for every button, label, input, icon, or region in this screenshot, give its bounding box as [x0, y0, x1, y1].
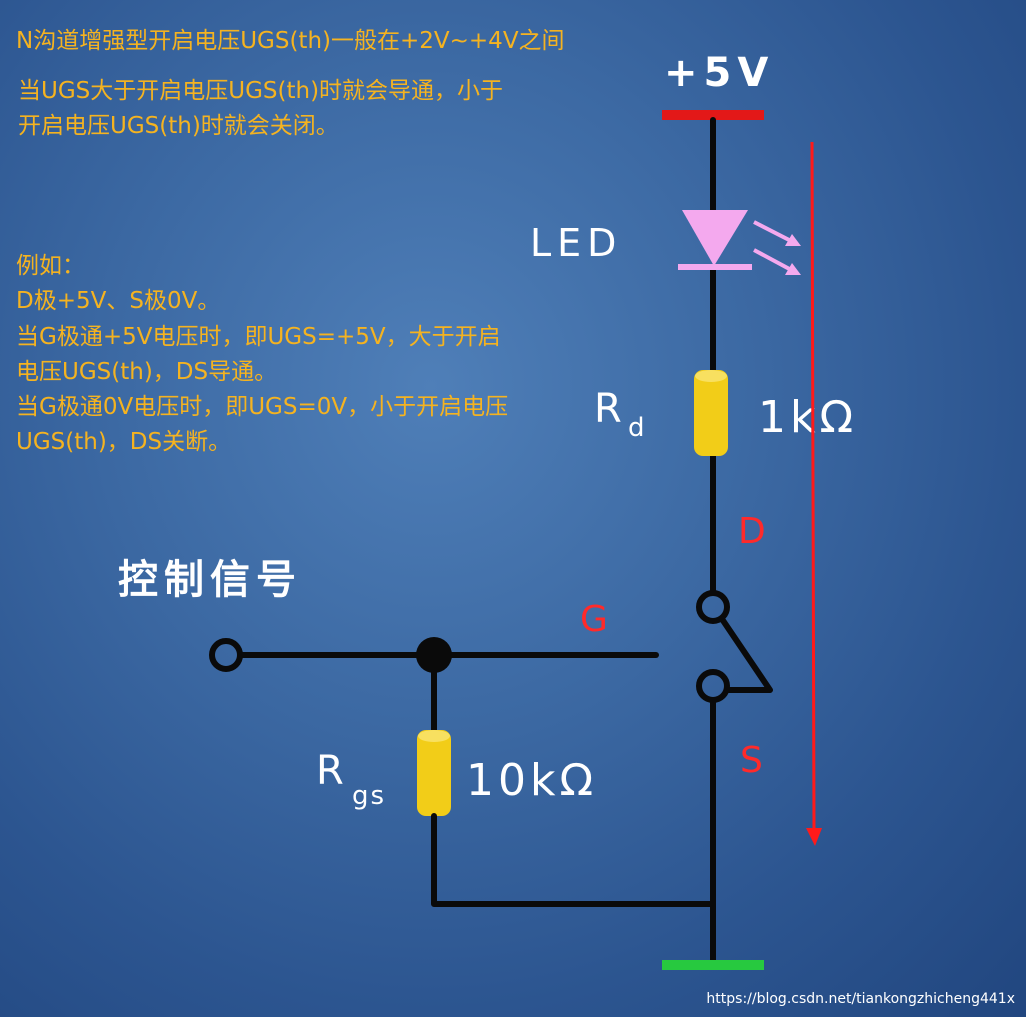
rgs-subscript: gs: [352, 781, 386, 811]
switch-blade: [719, 616, 773, 693]
ground-rail: [662, 960, 764, 970]
note-example-line-1: 例如：: [16, 253, 85, 279]
drain-terminal: [696, 590, 730, 624]
rd-subscript: d: [628, 413, 645, 443]
drain-label: D: [738, 511, 766, 552]
source-label: S: [740, 740, 763, 781]
led-symbol: [678, 210, 801, 275]
note-rule-line-2: 开启电压UGS(th)时就会关闭。: [18, 113, 339, 139]
supply-rail: [662, 110, 764, 120]
rgs-resistor-cap: [418, 730, 450, 742]
note-example-line-3: 当G极通+5V电压时，即UGS=+5V，大于开启: [16, 324, 501, 350]
control-input-terminal: [209, 638, 243, 672]
led-light-ray-1: [753, 220, 796, 245]
watermark-url: https://blog.csdn.net/tiankongzhicheng44…: [706, 991, 1015, 1007]
rgs-label: R: [316, 748, 344, 794]
note-title: N沟道增强型开启电压UGS(th)一般在+2V~+4V之间: [16, 28, 565, 54]
mosfet-switch: [696, 590, 773, 703]
rd-resistor-cap: [695, 370, 727, 382]
rgs-value: 10kΩ: [466, 755, 597, 806]
led-light-arrow-2-icon: [785, 263, 801, 275]
control-signal-label: 控制信号: [118, 557, 302, 603]
rd-label: R: [594, 386, 622, 432]
note-rule-line-1: 当UGS大于开启电压UGS(th)时就会导通，小于: [18, 78, 503, 104]
note-example-line-5: 当G极通0V电压时，即UGS=0V，小于开启电压: [16, 394, 508, 420]
current-flow-arrowhead-icon: [806, 828, 822, 846]
notes-panel: N沟道增强型开启电压UGS(th)一般在+2V~+4V之间 当UGS大于开启电压…: [16, 28, 565, 455]
rd-value: 1kΩ: [758, 392, 857, 443]
note-example-line-6: UGS(th)，DS关断。: [16, 429, 231, 455]
led-light-ray-2: [753, 248, 796, 274]
rgs-resistor: [417, 730, 451, 816]
gate-label: G: [580, 599, 608, 640]
led-label: LED: [530, 221, 622, 265]
supply-label: +5V: [664, 50, 774, 96]
current-flow-line: [810, 141, 816, 831]
rd-resistor: [694, 370, 728, 456]
wire-rgs-return: [431, 813, 716, 907]
current-flow-arrow: [806, 141, 822, 846]
led-light-arrow-1-icon: [785, 234, 801, 246]
note-example-line-2: D极+5V、S极0V。: [16, 288, 220, 314]
source-terminal: [696, 669, 730, 703]
note-example-line-4: 电压UGS(th)，DS导通。: [16, 359, 277, 385]
led-diode-icon: [682, 210, 748, 266]
